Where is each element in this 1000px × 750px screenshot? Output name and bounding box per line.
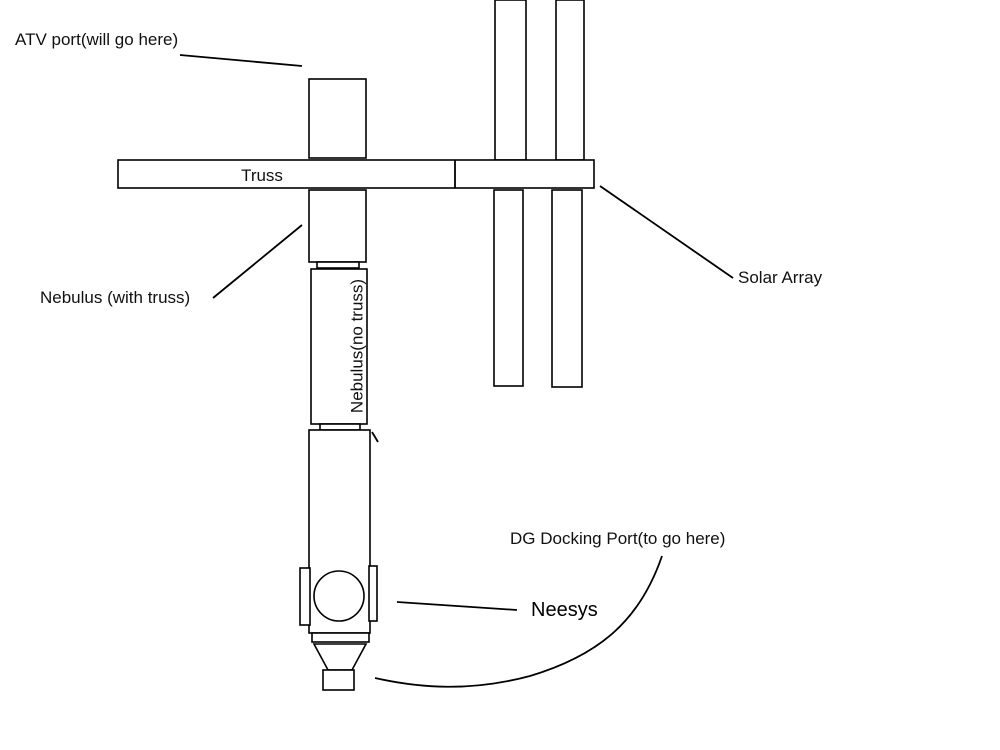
neesys-side-port-left — [299, 567, 311, 626]
truss-label: Truss — [241, 166, 283, 185]
atv-port-leader — [179, 54, 303, 67]
neesys-base-ring — [311, 632, 370, 643]
docking-adapter-cone — [312, 643, 368, 671]
nebulus-with-truss-module — [308, 189, 367, 263]
solar-panel-upper-right — [555, 0, 585, 161]
nebulus-with-truss-leader — [212, 224, 303, 299]
atv-port-module — [308, 78, 367, 159]
dg-docking-port-label: DG Docking Port(to go here) — [510, 529, 725, 548]
nebulus-with-truss-label: Nebulus (with truss) — [40, 288, 190, 307]
neesys-side-port-right — [368, 565, 378, 622]
solar-array-leader — [599, 185, 734, 279]
atv-port-label: ATV port(will go here) — [15, 30, 178, 49]
solar-panel-lower-left — [493, 189, 524, 387]
solar-array-label: Solar Array — [738, 268, 823, 287]
solar-panel-lower-right — [551, 189, 583, 388]
truss — [117, 159, 595, 189]
nebulus-no-truss-label: Nebulus(no truss) — [347, 279, 366, 413]
neesys-leader — [396, 601, 518, 611]
docking-adapter-port — [322, 669, 355, 691]
neesys-tick — [371, 431, 379, 443]
neesys-label: Neesys — [531, 599, 598, 621]
connector-upper — [316, 261, 360, 269]
dg-docking-port-leader — [374, 555, 663, 688]
connector-lower — [319, 423, 361, 431]
neesys-hatch — [313, 570, 365, 622]
solar-panel-upper-left — [494, 0, 527, 161]
